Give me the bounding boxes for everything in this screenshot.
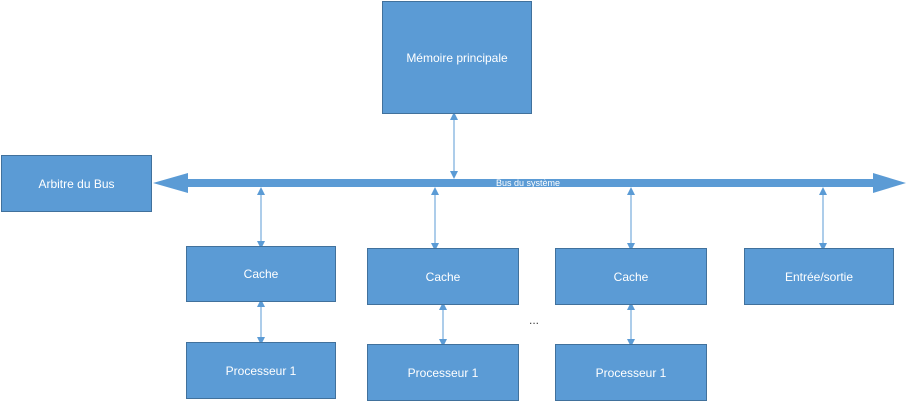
cache-box-1: Cache [186, 246, 336, 302]
io-label: Entrée/sortie [784, 269, 854, 284]
cache-box-3: Cache [555, 248, 707, 305]
cache-label-2: Cache [425, 269, 461, 284]
bus-arbiter-box: Arbitre du Bus [1, 155, 152, 212]
main-memory-box: Mémoire principale [382, 1, 532, 114]
system-bus-arrow [153, 173, 906, 193]
bus-arbiter-label: Arbitre du Bus [38, 176, 115, 191]
cache-label-1: Cache [243, 267, 279, 281]
processor-label-2: Processeur 1 [407, 365, 479, 380]
processor-label-1: Processeur 1 [225, 363, 297, 378]
cache-label-3: Cache [613, 269, 649, 284]
cache-box-2: Cache [367, 248, 519, 305]
processor-box-2: Processeur 1 [367, 344, 519, 401]
io-box: Entrée/sortie [744, 248, 894, 305]
system-bus-label: Bus du système [496, 178, 561, 188]
more-processors-ellipsis: ... [529, 313, 540, 327]
processor-label-3: Processeur 1 [595, 365, 667, 380]
processor-box-1: Processeur 1 [186, 342, 336, 399]
main-memory-label: Mémoire principale [406, 50, 508, 65]
processor-box-3: Processeur 1 [555, 344, 707, 401]
